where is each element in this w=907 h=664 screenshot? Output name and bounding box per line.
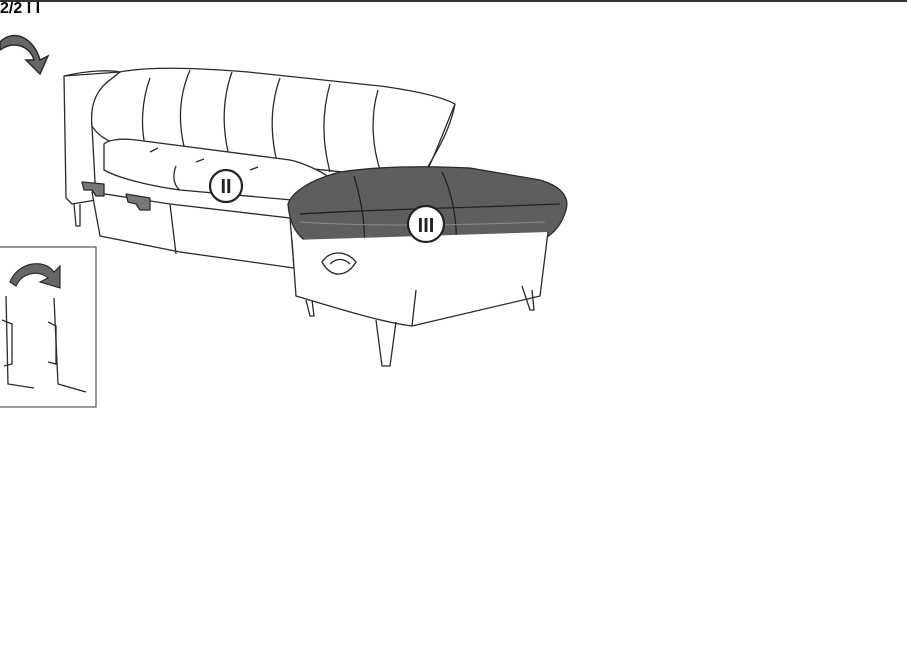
module-three-label: III bbox=[418, 215, 435, 237]
detail-inset bbox=[0, 247, 96, 407]
module-three-marker: III bbox=[408, 206, 444, 242]
module-two-label: II bbox=[220, 176, 231, 198]
sofa-top bbox=[64, 68, 567, 366]
rotate-arrow-top-icon bbox=[0, 36, 48, 74]
module-two-marker: II bbox=[210, 170, 242, 202]
